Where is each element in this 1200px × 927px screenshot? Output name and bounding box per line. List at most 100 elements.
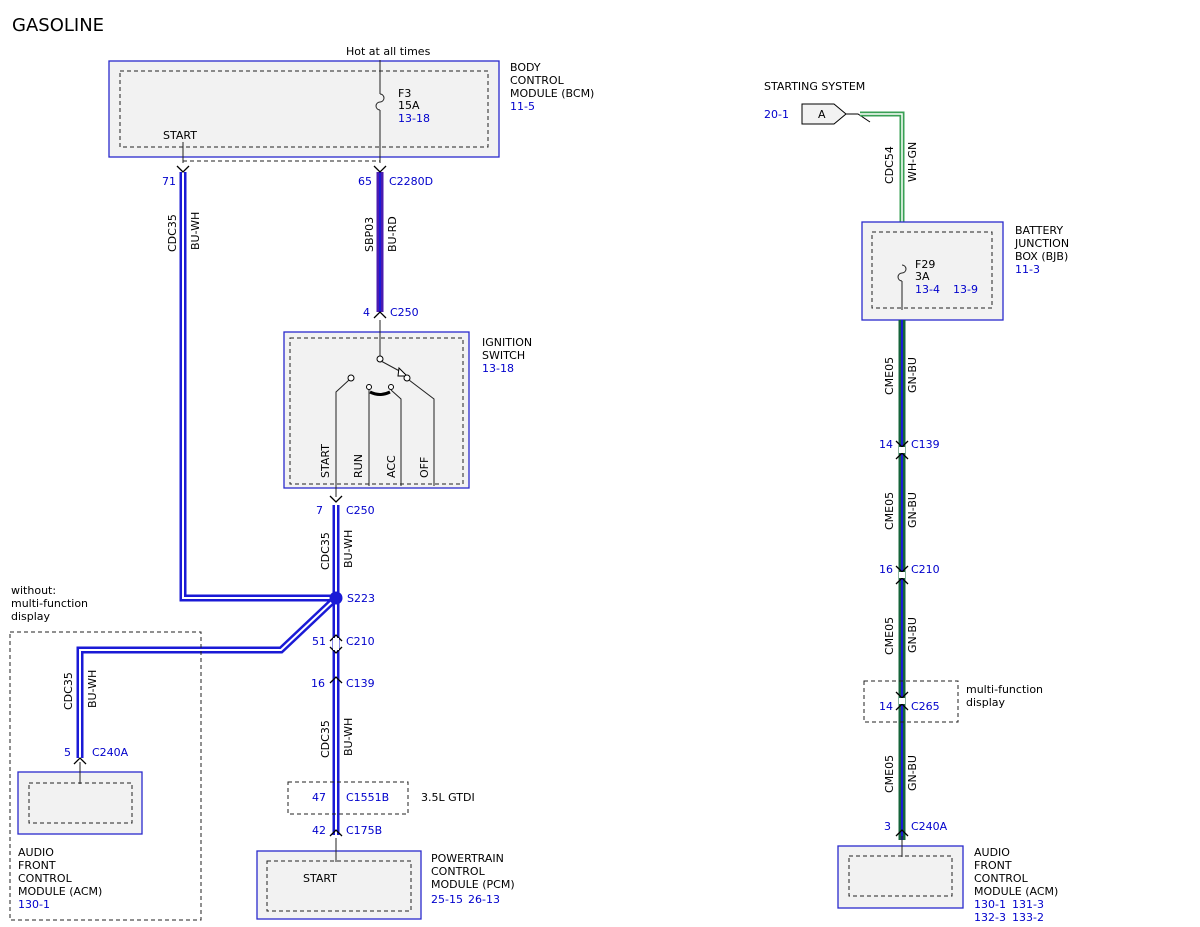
wire-cdc35-bcm-stripe — [182, 172, 336, 599]
connector-chevrons-left — [73, 165, 387, 837]
c210-right-break — [899, 572, 905, 578]
acm-left-line2: FRONT — [18, 859, 56, 872]
seg2-circuit: CME05 — [883, 492, 896, 530]
pcm-module — [256, 838, 422, 920]
acm-right-line1: AUDIO — [974, 846, 1010, 859]
fuse-f3-icon — [375, 60, 385, 163]
fuse-f29-rating: 3A — [915, 270, 930, 283]
connector-c139-right: C139 — [911, 438, 940, 451]
bcm-start-pin-label: START — [163, 129, 197, 142]
w65-color: BU-RD — [386, 216, 399, 252]
acm-left-line4: MODULE (ACM) — [18, 885, 102, 898]
w65-circuit: SBP03 — [363, 217, 376, 252]
cdc54-color: WH-GN — [906, 142, 919, 182]
connector-a-label: A — [818, 108, 826, 121]
bcm-name-line3: MODULE (BCM) — [510, 87, 594, 100]
ign-pos-run: RUN — [352, 454, 365, 478]
fuse-f3-rating: 15A — [398, 99, 420, 112]
fuse-f3-name: F3 — [398, 87, 411, 100]
connector-c2280d: C2280D — [389, 175, 433, 188]
w71-circuit: CDC35 — [166, 214, 179, 252]
seg3-color: GN-BU — [906, 617, 919, 653]
fuse-f3-ref: 13-18 — [398, 112, 430, 125]
c139-color: BU-WH — [342, 718, 355, 756]
pin-14-c265: 14 — [879, 700, 893, 713]
pin-4: 4 — [363, 306, 370, 319]
acm-right-ref-1: 130-1 — [974, 898, 1006, 911]
pin-14-c139: 14 — [879, 438, 893, 451]
acm-left-circuit: CDC35 — [62, 672, 75, 710]
acm-right-line3: CONTROL — [974, 872, 1029, 885]
fuse-f29-ref-2: 13-9 — [953, 283, 978, 296]
bjb-module — [861, 221, 1004, 321]
acm-right-line2: FRONT — [974, 859, 1012, 872]
option-line3: display — [11, 610, 51, 623]
connector-c250-top: C250 — [390, 306, 419, 319]
ignition-name-line2: SWITCH — [482, 349, 525, 362]
option-line1: without: — [11, 584, 56, 597]
acm-right-line4: MODULE (ACM) — [974, 885, 1058, 898]
pin-42: 42 — [312, 824, 326, 837]
c250b-circuit: CDC35 — [319, 532, 332, 570]
acm-right-ref-2: 131-3 — [1012, 898, 1044, 911]
ignition-ref: 13-18 — [482, 362, 514, 375]
option-line2: multi-function — [11, 597, 88, 610]
w71-color: BU-WH — [189, 212, 202, 250]
pin-5: 5 — [64, 746, 71, 759]
ignition-name-line1: IGNITION — [482, 336, 532, 349]
cdc54-circuit: CDC54 — [883, 146, 896, 184]
gtdi-note: 3.5L GTDI — [421, 791, 475, 804]
c265-option-line2: display — [966, 696, 1006, 709]
wire-cdc35-acm-left — [76, 595, 339, 758]
connector-c250-bottom: C250 — [346, 504, 375, 517]
seg1-color: GN-BU — [906, 357, 919, 393]
pin-51: 51 — [312, 635, 326, 648]
connector-c210-left: C210 — [346, 635, 375, 648]
c210-break — [333, 638, 339, 650]
connector-c139-left: C139 — [346, 677, 375, 690]
pin-65: 65 — [358, 175, 372, 188]
pin-16: 16 — [311, 677, 325, 690]
connector-c265: C265 — [911, 700, 940, 713]
pcm-start-pin-label: START — [303, 872, 337, 885]
connector-a-lead — [846, 113, 871, 123]
pcm-ref-1: 25-15 — [431, 893, 463, 906]
bcm-name-line2: CONTROL — [510, 74, 565, 87]
bjb-name-line2: JUNCTION — [1014, 237, 1069, 250]
pcm-ref-2: 26-13 — [468, 893, 500, 906]
splice-s223-icon — [329, 591, 343, 605]
pcm-name-line2: CONTROL — [431, 865, 486, 878]
c265-right-break — [899, 698, 905, 704]
splice-s223: S223 — [347, 592, 375, 605]
bcm-module — [108, 60, 500, 162]
c265-option-line1: multi-function — [966, 683, 1043, 696]
bcm-name-line1: BODY — [510, 61, 541, 74]
acm-left-option-box — [9, 631, 202, 921]
connector-c1551b: C1551B — [346, 791, 389, 804]
c1551b-option-box — [287, 781, 409, 815]
connector-c175b: C175B — [346, 824, 382, 837]
seg1-circuit: CME05 — [883, 357, 896, 395]
c139-right-break — [899, 447, 905, 453]
c265-option-box — [863, 680, 959, 723]
connector-c240a-left: C240A — [92, 746, 129, 759]
acm-left-module — [17, 762, 143, 835]
bjb-name-line1: BATTERY — [1015, 224, 1063, 237]
ign-pos-start: START — [319, 444, 332, 478]
bjb-ref: 11-3 — [1015, 263, 1040, 276]
acm-right-module — [837, 836, 964, 909]
starting-system-ref: 20-1 — [764, 108, 789, 121]
bjb-name-line3: BOX (BJB) — [1015, 250, 1068, 263]
pcm-name-line3: MODULE (PCM) — [431, 878, 515, 891]
pin-7: 7 — [316, 504, 323, 517]
seg3-circuit: CME05 — [883, 617, 896, 655]
connector-c240a-right: C240A — [911, 820, 948, 833]
pcm-name-line1: POWERTRAIN — [431, 852, 504, 865]
hot-at-all-times-label: Hot at all times — [346, 45, 431, 58]
seg2-color: GN-BU — [906, 492, 919, 528]
wire-cdc35-acm-left-stripe — [79, 597, 337, 758]
ign-pos-acc: ACC — [385, 455, 398, 478]
seg4-color: GN-BU — [906, 755, 919, 791]
pin-47: 47 — [312, 791, 326, 804]
